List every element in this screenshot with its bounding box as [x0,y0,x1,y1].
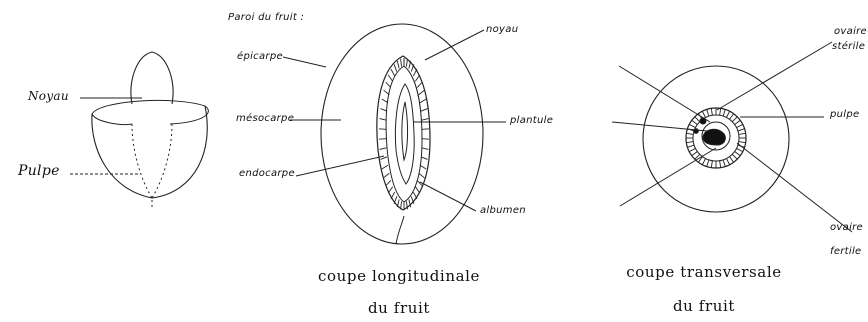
seed [395,84,414,184]
ring-hatch [707,160,709,167]
pit-shape [131,52,173,104]
label-ovaire-sterile-1: ovaire [834,26,867,37]
endocarp-hatch [420,165,426,169]
ring-hatch [735,120,741,124]
endocarp-hatch [386,180,391,185]
endocarp-hatch [421,109,428,112]
ring-hatch [720,108,721,115]
endocarp-hatch [388,187,392,193]
endocarp-hatch [391,69,395,76]
fruit-body [92,106,207,198]
ring-hatch [723,109,725,116]
endocarp-hatch [379,139,386,140]
endocarp-hatch [384,173,390,178]
label-ovaire-fertile-2: fertile [830,246,862,257]
ring-hatch [732,154,737,159]
endocarp-hatch [422,129,429,130]
endocarp-hatch [379,129,386,130]
endocarp-hatch [415,187,419,193]
ring-hatch [732,117,737,122]
endocarp-hatch [401,201,402,209]
endocarp-hatch [382,165,388,169]
endocarp-hatch [413,192,417,199]
caption-longitudinal-line1: coupe longitudinale [300,267,498,285]
caption-transverse-line1: coupe transversale [606,263,802,281]
endocarp-hatch [421,157,428,160]
label-albumen: albumen [480,205,526,216]
ring-hatch [720,161,721,168]
ring-hatch [723,160,725,167]
endocarp-hatch [415,75,419,81]
endocarp-hatch [401,59,402,67]
endocarp-hatch [380,157,387,160]
ring-hatch [726,111,729,117]
ring-hatch [689,124,695,127]
ring-hatch [739,142,746,143]
label-endocarpe: endocarpe [239,168,295,179]
label-noyau-left: Noyau [28,89,69,103]
label-ovaire-sterile-2: stérile [832,41,865,52]
ring-hatch [736,124,742,127]
fruit-top-rim [92,100,208,124]
endocarp-hatch [394,64,397,71]
label-pulpe-left: Pulpe [18,163,60,179]
endocarp-hatch [388,75,392,81]
ring-hatch [730,114,734,120]
endocarp-hatch [422,139,429,140]
ring-hatch [711,108,712,115]
endocarp-hatch [417,82,422,87]
ring-hatch [689,148,695,151]
label-plantule: plantule [510,115,553,126]
endocarp-hatch [413,69,417,76]
endocarp-hatch [380,119,387,121]
ring-hatch [702,111,705,117]
ring-hatch [692,152,698,156]
caption-longitudinal-line2: du fruit [300,299,498,317]
fertile-ovule [703,129,725,145]
ring-hatch [692,120,698,124]
endocarp-hatch [397,61,399,69]
ring-hatch [730,157,734,163]
ring-hatch [711,161,712,168]
transverse-section-drawing [612,42,852,232]
ring-hatch [687,145,694,147]
ring-hatch [735,152,741,156]
whole-fruit-drawing [70,52,208,210]
endocarp-hatch [419,90,425,95]
ring-hatch [736,148,742,151]
endocarp-hatch [406,59,407,67]
ring-hatch [738,129,745,131]
longitudinal-section-drawing [283,24,506,244]
label-noyau-middle: noyau [486,24,518,35]
endocarp-hatch [419,173,425,178]
endocarp-hatch [380,148,387,150]
label-epicarpe: épicarpe [237,51,283,62]
ring-hatch [695,117,700,122]
ring-hatch [726,158,729,164]
ring-hatch [686,142,693,143]
label-mesocarpe: mésocarpe [236,113,294,124]
endocarp-hatch [386,82,391,87]
label-pulpe-right: pulpe [830,109,859,120]
endocarp-hatch [420,99,426,103]
endocarp-hatch [422,119,429,121]
ring-hatch [702,158,705,164]
ring-hatch [707,109,709,116]
ring-hatch [739,133,746,134]
ring-hatch [686,133,693,134]
caption-transverse-line2: du fruit [606,297,802,315]
paroi-title: Paroi du fruit : [228,12,304,23]
endocarp-hatch [391,192,395,199]
endocarp-hatch [422,148,429,150]
label-ovaire-fertile-1: ovaire [830,222,863,233]
